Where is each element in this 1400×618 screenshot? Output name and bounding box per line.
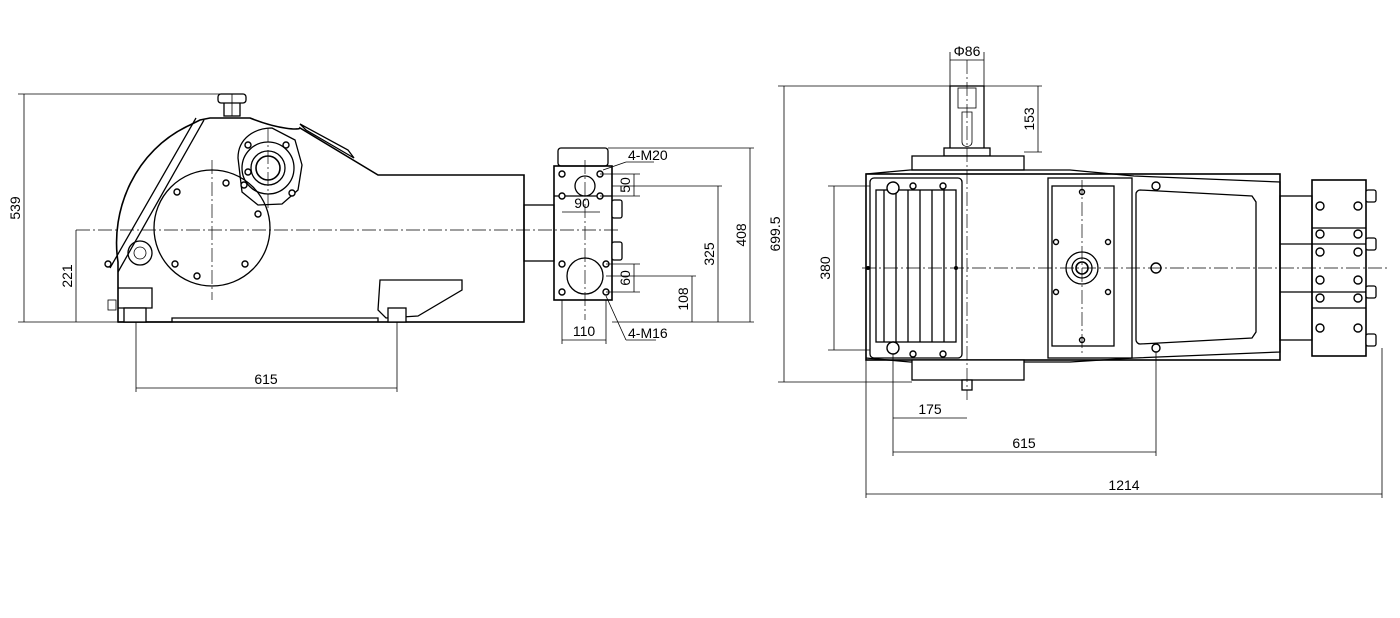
dim-overall-length: 1214 [1108,477,1139,493]
top-view: Φ86 153 699.5 380 175 615 [767,43,1390,498]
dim-foot-spacing: 615 [254,371,278,387]
callout-upper-thread: 4-M20 [628,147,668,163]
dim-lower-port-height: 108 [675,287,691,311]
dim-shaft-length: 153 [1021,107,1037,131]
pump-housing-side [104,93,555,323]
dim-inner-width: 380 [817,256,833,280]
dim-shaft-diameter: Φ86 [954,43,981,59]
dim-overall-height: 539 [7,196,23,220]
pump-housing-top [865,85,1377,391]
dim-overall-width: 699.5 [767,216,783,251]
dim-top-foot-spacing: 615 [1012,435,1036,451]
breather-cap [217,93,247,117]
callout-lower-thread: 4-M16 [628,325,668,341]
dim-shaft-offset: 175 [918,401,942,417]
discharge-block-side [553,147,623,301]
dim-lower-port-spacing: 60 [617,270,633,286]
dim-flange-height: 408 [733,223,749,247]
dim-block-width: 110 [573,323,596,339]
dim-upper-port-spacing-h: 90 [574,195,590,211]
dim-shaft-center-height: 221 [59,264,75,288]
side-dimensions: 539 221 615 110 90 50 60 [7,93,754,392]
dim-upper-port-spacing-v: 50 [617,177,633,193]
dim-upper-port-height: 325 [701,242,717,266]
top-dimensions: Φ86 153 699.5 380 175 615 [767,43,1383,498]
side-view: 539 221 615 110 90 50 60 [7,93,754,392]
